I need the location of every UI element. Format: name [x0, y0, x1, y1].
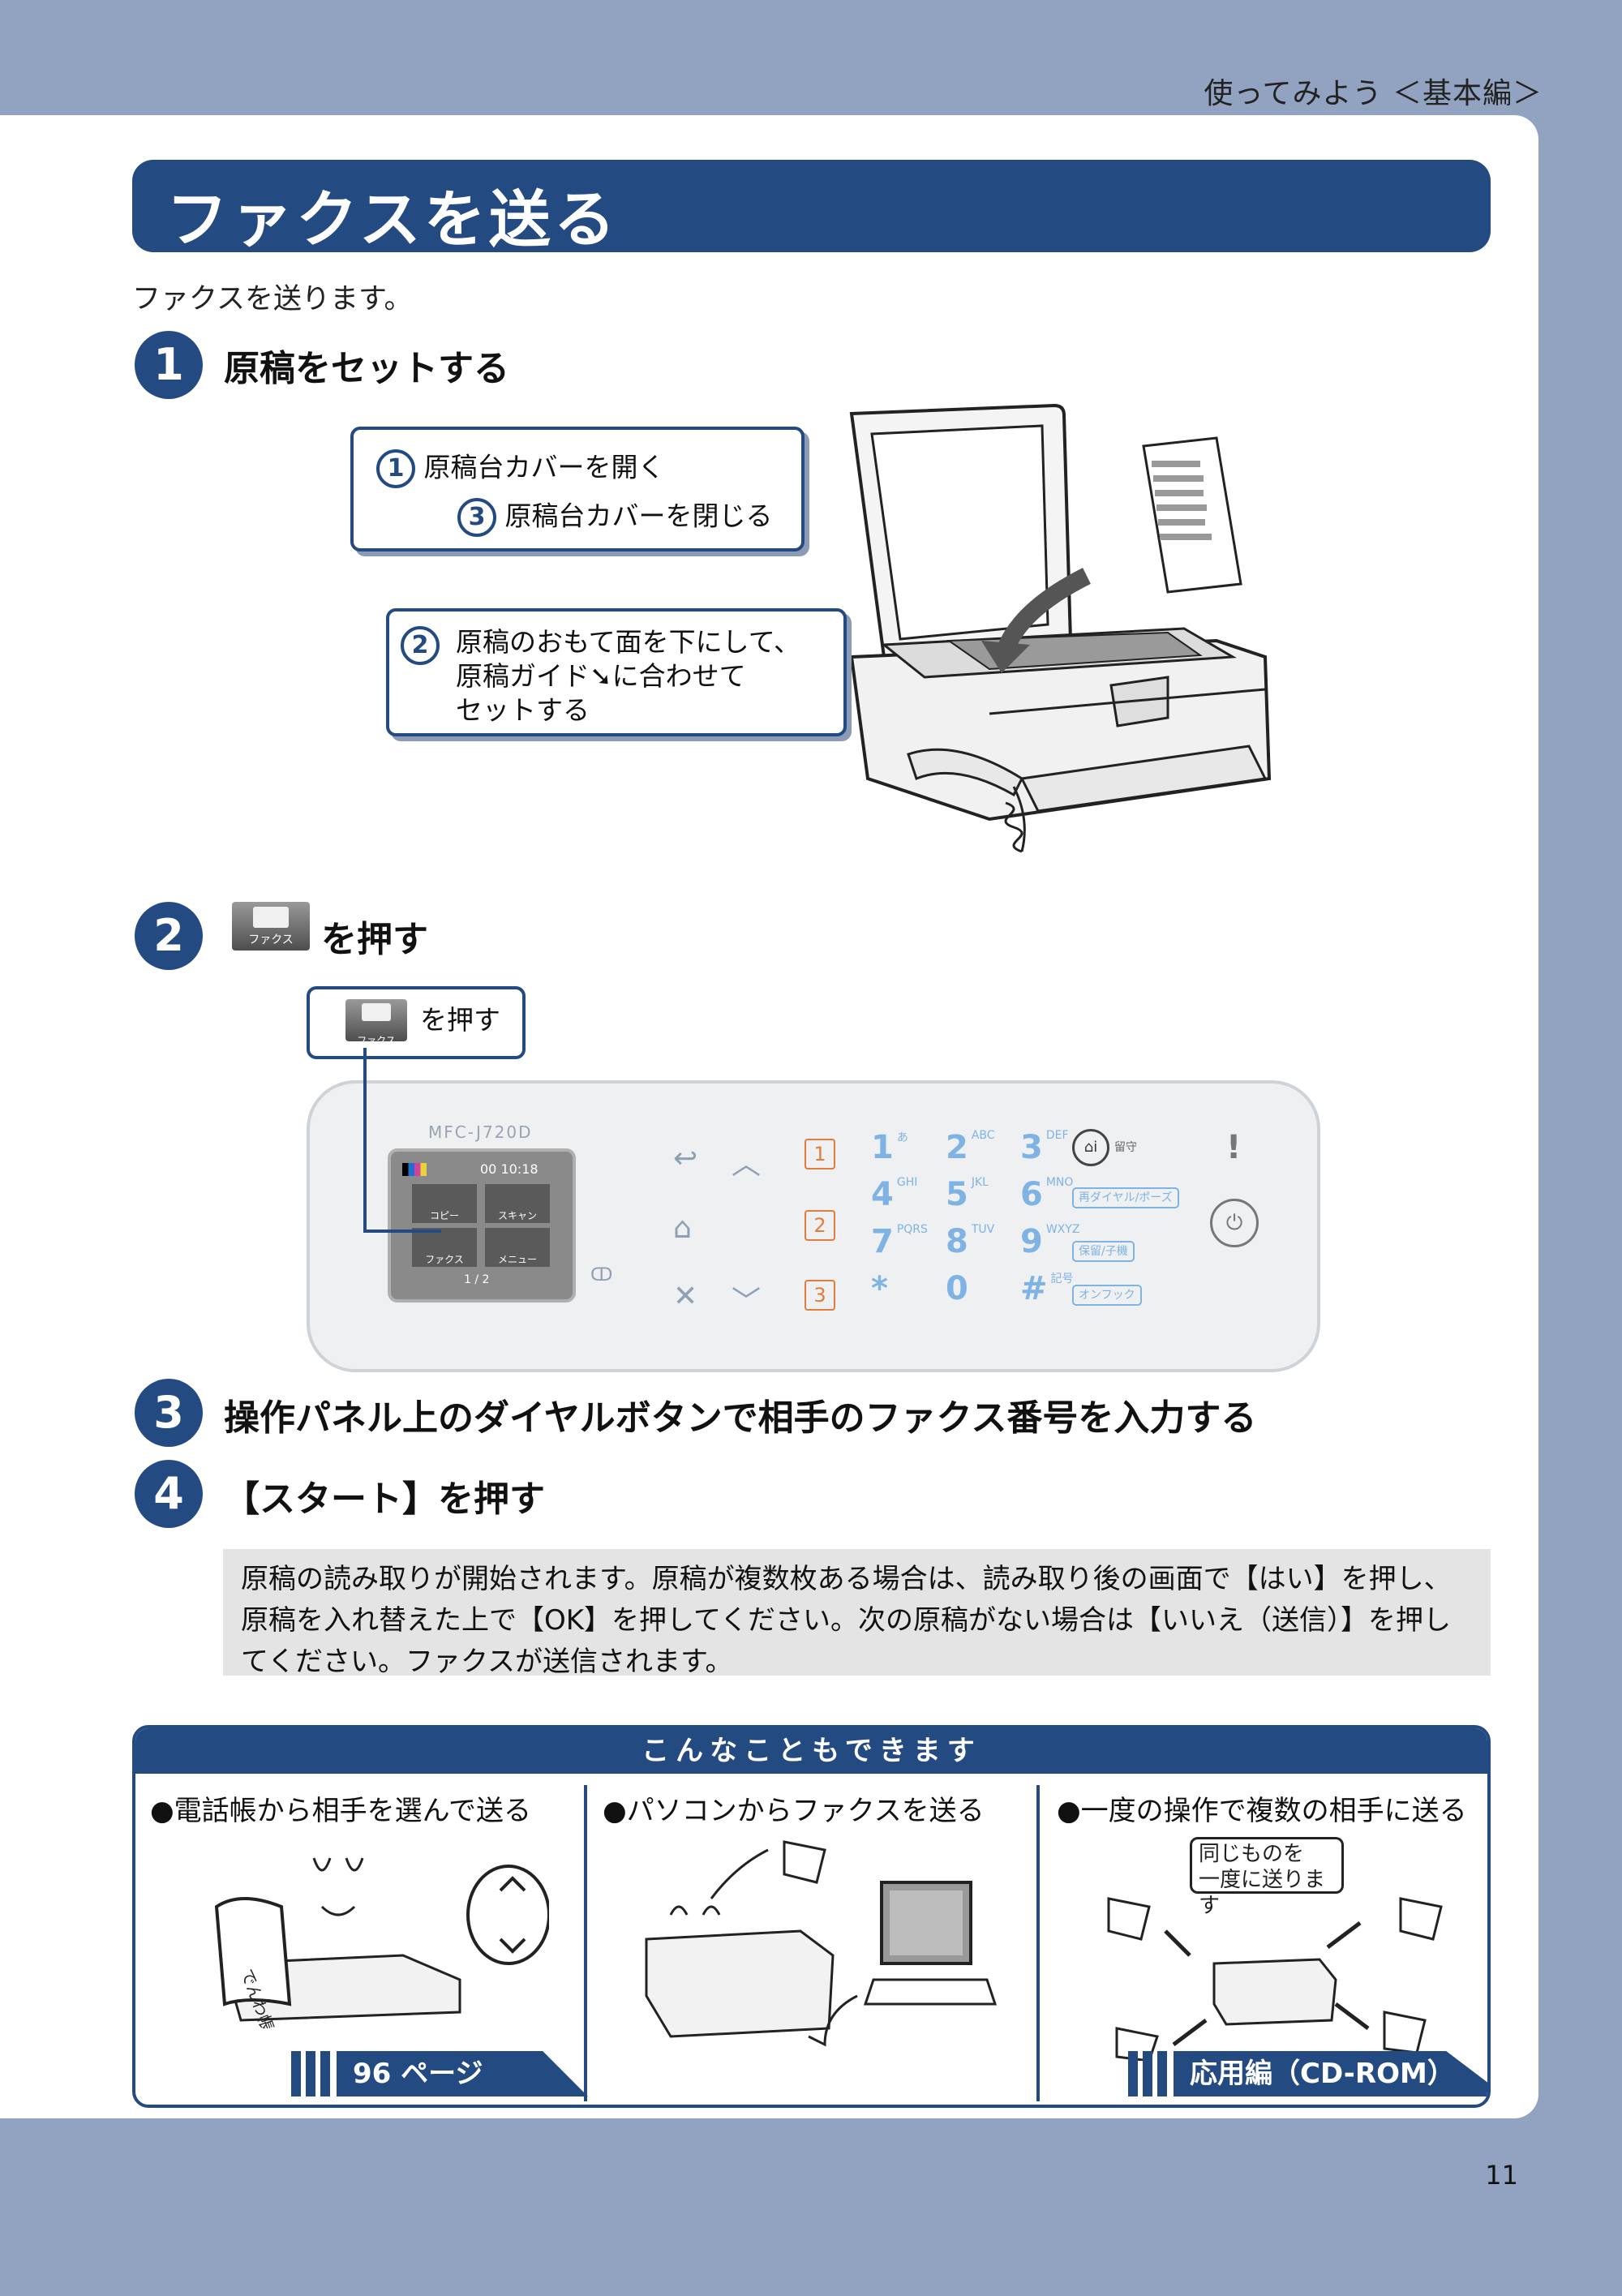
step-1-title: 原稿をセットする [224, 348, 509, 389]
ref-page-96[interactable]: 96 ページ [337, 2051, 588, 2096]
page-title: ファクスを送る [166, 183, 619, 255]
press-fax-callout: ファクス を押す [307, 986, 526, 1059]
step-2-title: を押す [321, 919, 428, 960]
page-title-bar: ファクスを送る [132, 160, 1491, 255]
scanner-illustration [849, 403, 1272, 853]
redial-pause-button[interactable]: 再ダイヤル/ポーズ [1072, 1187, 1179, 1208]
dial-key-0[interactable]: 0 [946, 1270, 968, 1307]
extras-header: こんなこともできます [135, 1728, 1487, 1774]
home-icon[interactable]: ⌂ [673, 1212, 692, 1245]
step-2-number: 2 [135, 902, 203, 970]
step-1-number: 1 [135, 331, 203, 399]
step-4-title: 【スタート】を押す [224, 1478, 545, 1520]
page-number: 11 [1485, 2160, 1518, 2191]
fax-button-label-small: ファクス [357, 1035, 396, 1041]
answering-mode-button[interactable]: ⌂i [1072, 1129, 1109, 1166]
extras-box: こんなこともできます ●電話帳から相手を選んで送る でんわ帳 96 ページ ●パ… [132, 1725, 1491, 2108]
set-document-line2: 原稿ガイド➘に合わせて [456, 659, 746, 694]
lcd-screen[interactable]: 00 10:18 コピー スキャン ファクス メニュー 1 / 2 [388, 1148, 576, 1302]
power-icon[interactable]: ⏻ [1210, 1199, 1259, 1247]
guide-arrow-icon: ➘ [590, 660, 612, 692]
step-4-number: 4 [135, 1460, 203, 1528]
lcd-tile-menu[interactable]: メニュー [485, 1228, 550, 1267]
pc-fax-illustration [645, 1840, 998, 2047]
extra-title-pc-fax: ●パソコンからファクスを送る [603, 1795, 985, 1827]
lcd-tile-copy[interactable]: コピー [412, 1184, 477, 1223]
set-document-line1: 原稿のおもて面を下にして、 [456, 626, 801, 658]
hold-handset-button[interactable]: 保留/子機 [1072, 1241, 1135, 1262]
shortcut-key-3[interactable]: 3 [805, 1280, 835, 1311]
set-document-line2-after: に合わせて [611, 660, 746, 692]
broadcast-illustration [1107, 1897, 1443, 2061]
ref-cd-rom[interactable]: 応用編（CD-ROM） [1174, 2051, 1487, 2096]
press-fax-text: を押す [420, 1004, 500, 1036]
extra-title-phonebook: ●電話帳から相手を選んで送る [150, 1795, 531, 1827]
answering-mode-label: 留守 [1114, 1141, 1137, 1154]
ink-level-icon [402, 1163, 427, 1176]
fax-button-icon-small: ファクス [345, 999, 407, 1041]
back-icon[interactable]: ↩ [673, 1142, 698, 1175]
cover-callout: 1 原稿台カバーを開く 3 原稿台カバーを閉じる [350, 427, 805, 551]
document-guide-label: 原稿ガイド [456, 660, 590, 692]
callout-number-2: 2 [401, 626, 440, 665]
broadcast-bubble: 同じものを 一度に送ります [1190, 1837, 1344, 1918]
shortcut-key-2[interactable]: 2 [805, 1210, 835, 1241]
cancel-icon[interactable]: ✕ [673, 1280, 698, 1313]
dial-key-hash[interactable]: #記号 [1020, 1270, 1074, 1307]
ref-stripes [291, 2051, 335, 2096]
column-divider [584, 1785, 587, 2101]
fax-button-icon: ファクス [232, 902, 310, 951]
section-label: 使ってみよう ＜基本編＞ [1204, 77, 1543, 110]
fax-button-label: ファクス [248, 933, 294, 946]
step-3-number: 3 [135, 1379, 203, 1447]
ref-stripes [1128, 2051, 1172, 2096]
callout-leader-line-horizontal [363, 1230, 441, 1233]
lcd-tile-fax[interactable]: ファクス [412, 1228, 477, 1267]
callout-number-1: 1 [376, 449, 415, 488]
callout-leader-line [363, 1048, 367, 1233]
column-divider [1036, 1785, 1040, 2101]
shortcut-key-1[interactable]: 1 [805, 1139, 835, 1169]
chevron-down-icon[interactable]: ﹀ [732, 1285, 762, 1319]
chevron-up-icon[interactable]: ︿ [732, 1148, 762, 1181]
step-4-note: 原稿の読み取りが開始されます。原稿が複数枚ある場合は、読み取り後の画面で【はい】… [223, 1549, 1491, 1678]
phonebook-illustration: でんわ帳 [214, 1857, 549, 2028]
set-document-line3: セットする [456, 694, 590, 726]
open-cover-text: 原稿台カバーを開く [423, 451, 665, 483]
intro-text: ファクスを送ります。 [132, 283, 413, 315]
callout-number-3: 3 [457, 498, 496, 537]
step-3-title: 操作パネル上のダイヤルボタンで相手のファクス番号を入力する [224, 1397, 1257, 1439]
model-name: MFC-J720D [428, 1122, 533, 1142]
lcd-pager[interactable]: 1 / 2 [464, 1273, 490, 1286]
lcd-time: 00 10:18 [480, 1161, 539, 1177]
control-panel: MFC-J720D 00 10:18 コピー スキャン ファクス メニュー 1 … [307, 1048, 1320, 1372]
warning-icon: ! [1226, 1129, 1242, 1166]
close-cover-text: 原稿台カバーを閉じる [504, 500, 773, 532]
nfc-icon: ↀ [590, 1265, 613, 1285]
dial-key-star[interactable]: * [871, 1270, 888, 1307]
lcd-tile-scan[interactable]: スキャン [485, 1184, 550, 1223]
set-document-callout: 2 原稿のおもて面を下にして、 原稿ガイド➘に合わせて セットする [386, 608, 847, 736]
on-hook-button[interactable]: オンフック [1072, 1285, 1142, 1306]
extra-title-broadcast: ●一度の操作で複数の相手に送る [1057, 1795, 1467, 1827]
